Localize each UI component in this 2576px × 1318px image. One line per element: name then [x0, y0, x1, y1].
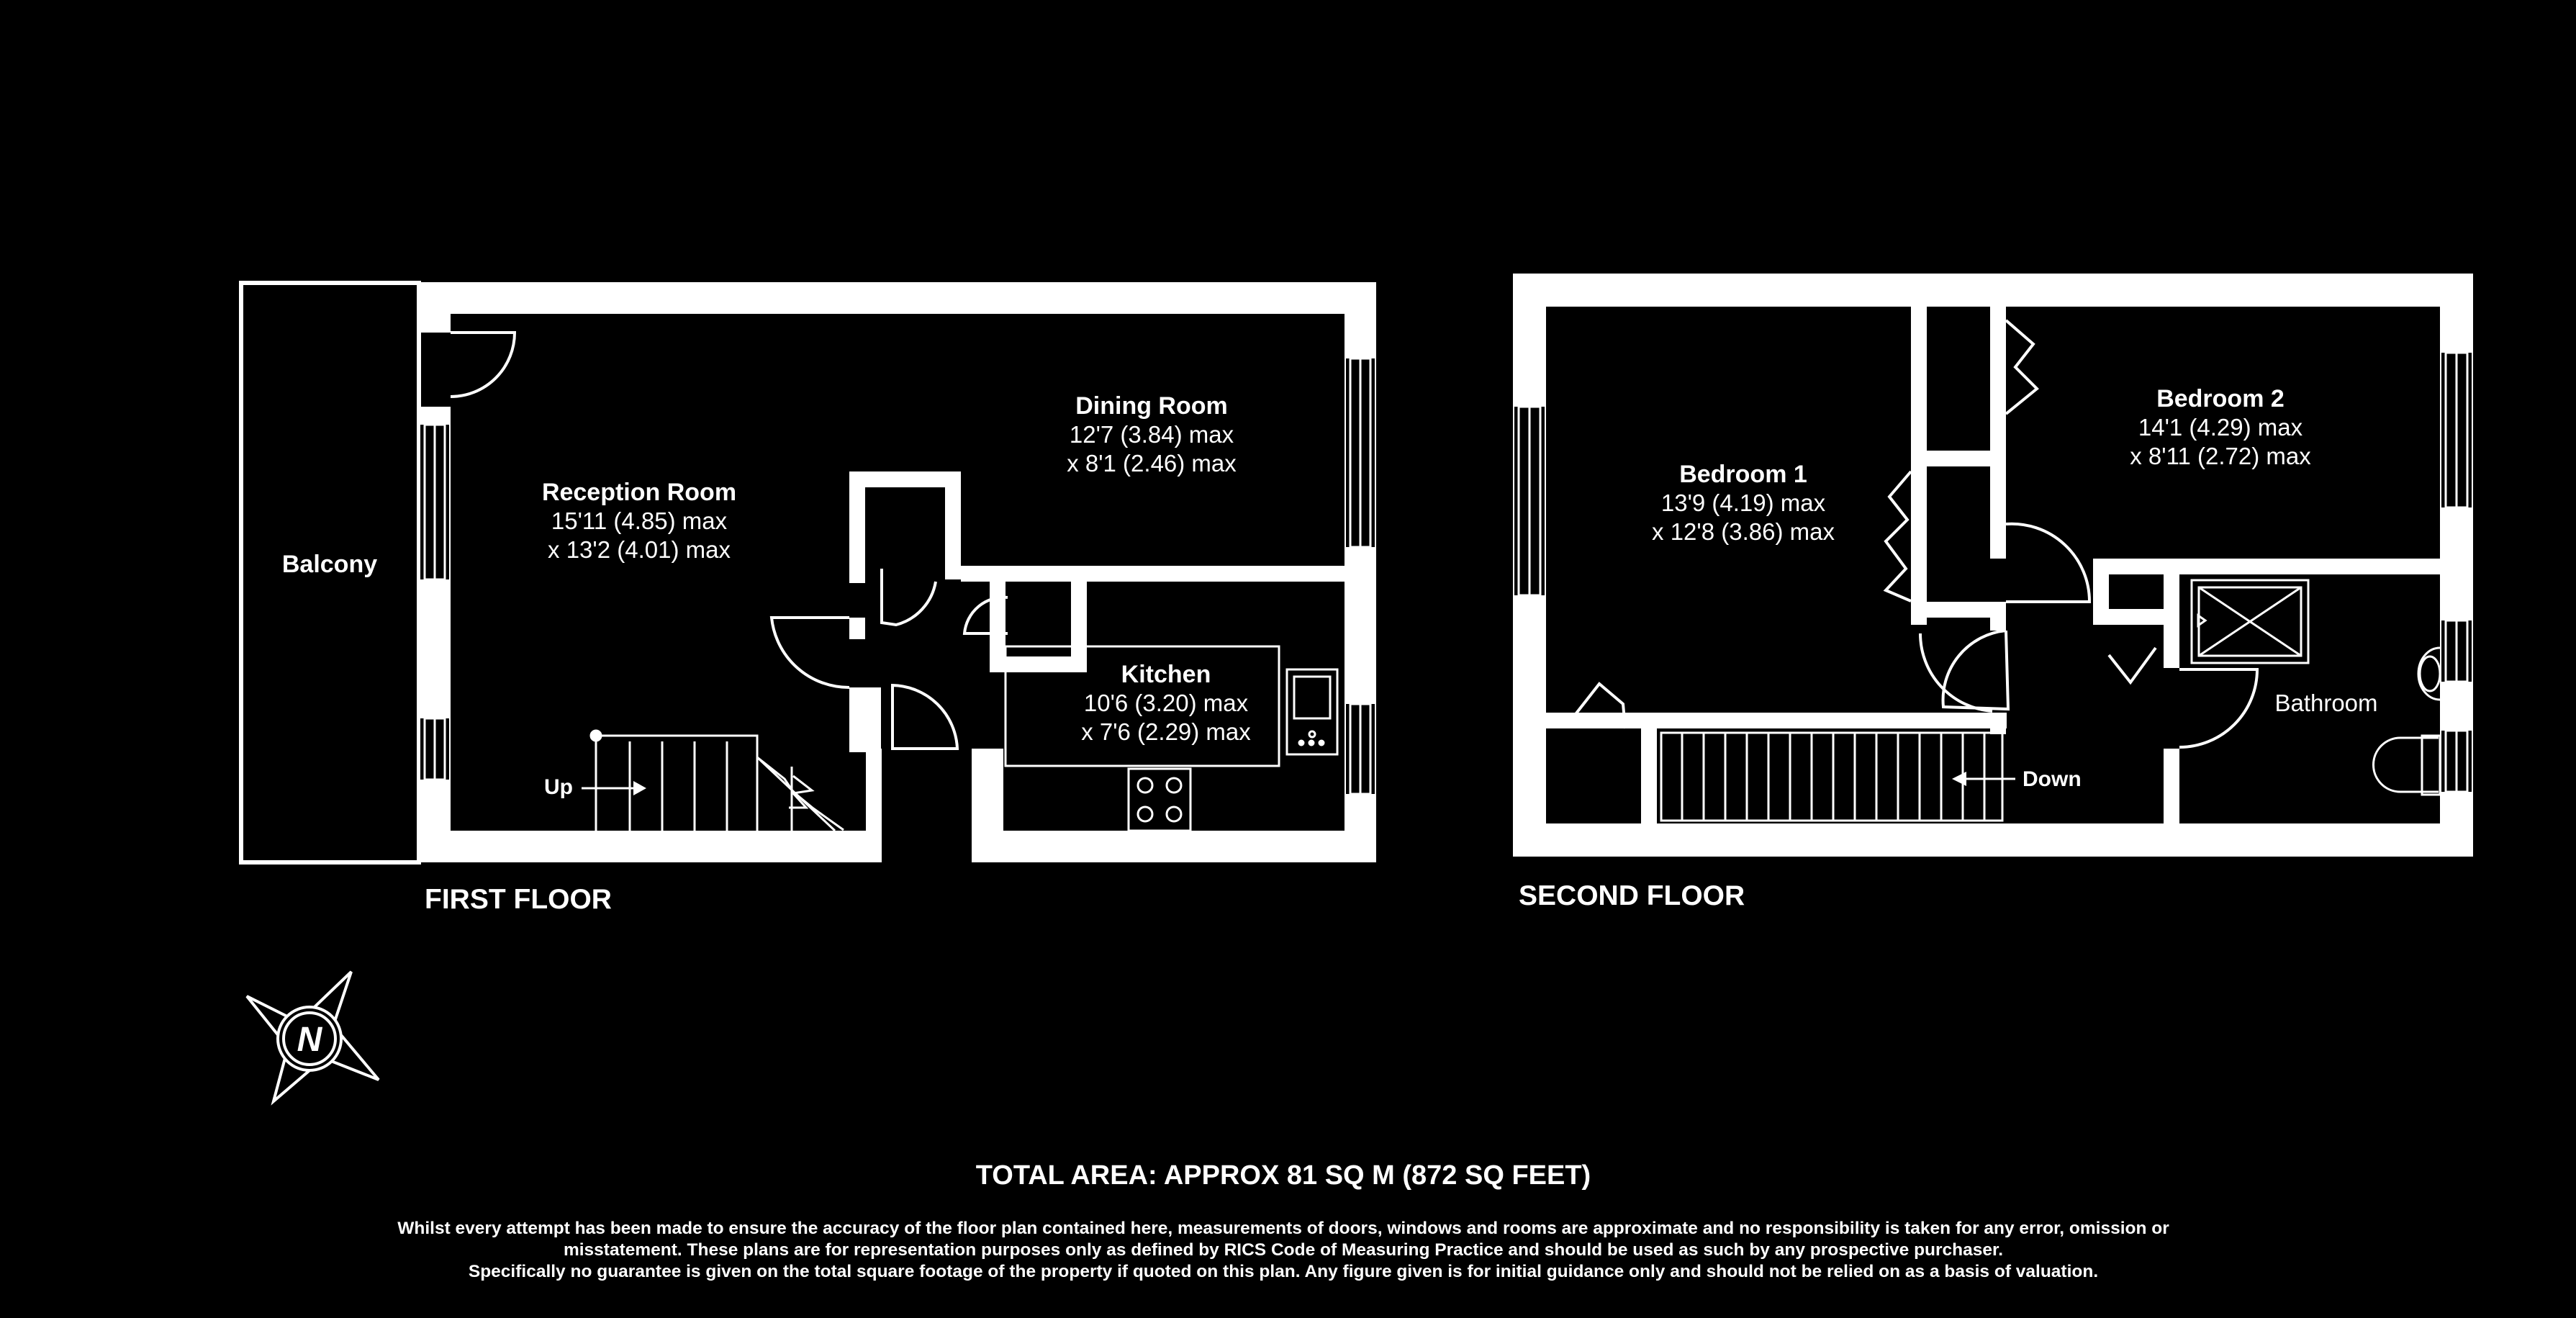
- room-dim-dining-2: x 8'1 (2.46) max: [1067, 450, 1237, 477]
- wall: [1911, 466, 1927, 625]
- basin: [2417, 646, 2441, 701]
- wall: [849, 471, 865, 583]
- wall: [972, 749, 1003, 862]
- wall: [1641, 728, 1657, 823]
- window: [420, 423, 449, 581]
- room-dim-kitchen-1: 10'6 (3.20) max: [1084, 690, 1249, 716]
- first-floor-label: FIRST FLOOR: [425, 884, 612, 915]
- window: [2441, 351, 2472, 509]
- second-floor-doors: [1564, 319, 2259, 749]
- wall: [419, 282, 451, 333]
- wardrobe-doors-bedroom-2: [2005, 319, 2039, 415]
- wall: [1990, 713, 2006, 734]
- airing-cupboard-door: [2107, 646, 2157, 685]
- room-name-bedroom-1: Bedroom 1: [1679, 461, 1807, 488]
- window: [1514, 405, 1545, 597]
- second-floor-plan: [1513, 274, 2473, 857]
- wall: [972, 831, 1376, 862]
- room-dim-bedroom-1-1: 13'9 (4.19) max: [1661, 489, 1826, 516]
- total-area: TOTAL AREA: APPROX 81 SQ M (872 SQ FEET): [976, 1160, 1591, 1191]
- first-floor-stairs: [582, 729, 844, 832]
- first-floor-doors: [450, 331, 1008, 750]
- wall: [961, 566, 1376, 582]
- room-name-balcony: Balcony: [282, 551, 377, 578]
- wall: [2093, 609, 2179, 625]
- bedroom-2-door: [2005, 522, 2092, 603]
- compass-letter: N: [297, 1021, 323, 1059]
- disclaimer-line-3: Specifically no guarantee is given on th…: [469, 1262, 2098, 1281]
- wall: [990, 582, 1005, 672]
- hob: [1127, 767, 1192, 832]
- wardrobe-doors-bedroom-1: [1883, 470, 1912, 602]
- window: [420, 717, 449, 781]
- window: [2441, 619, 2472, 683]
- wall: [1546, 713, 2007, 728]
- wall: [1990, 602, 2006, 631]
- room-name-bathroom: Bathroom: [2274, 690, 2377, 716]
- wall: [990, 656, 1087, 672]
- wall: [866, 749, 882, 862]
- wall: [1911, 602, 2006, 618]
- second-floor-stairs: [1660, 731, 2015, 822]
- wall: [1513, 274, 2473, 307]
- hall-door: [891, 683, 959, 750]
- window: [1346, 703, 1375, 795]
- wall: [2164, 749, 2179, 823]
- wall: [849, 618, 865, 639]
- wall: [945, 471, 961, 579]
- disclaimer-line-1: Whilst every attempt has been made to en…: [397, 1219, 2169, 1238]
- room-dim-bedroom-2-1: 14'1 (4.29) max: [2138, 414, 2303, 441]
- wall: [2093, 559, 2473, 574]
- room-name-kitchen: Kitchen: [1121, 661, 1211, 688]
- room-dim-kitchen-2: x 7'6 (2.29) max: [1081, 718, 1251, 745]
- room-dim-reception-1: 15'11 (4.85) max: [551, 507, 728, 534]
- wall: [2093, 559, 2109, 609]
- room-dim-dining-1: 12'7 (3.84) max: [1070, 421, 1234, 448]
- disclaimer-line-2: misstatement. These plans are for repres…: [564, 1240, 2003, 1260]
- wall: [1911, 307, 1927, 471]
- wall: [419, 282, 1376, 314]
- kitchen-cupboard-door: [962, 595, 1008, 635]
- wall: [419, 831, 882, 862]
- room-dim-bedroom-2-2: x 8'11 (2.72) max: [2130, 443, 2311, 469]
- window: [1346, 357, 1375, 549]
- room-name-bedroom-2: Bedroom 2: [2156, 385, 2284, 412]
- landing-door: [1918, 633, 1993, 713]
- wall: [1990, 451, 2006, 559]
- cupboard-door: [880, 569, 937, 627]
- storage-door: [1564, 682, 1627, 729]
- wall: [1071, 582, 1087, 672]
- compass-icon: N: [245, 970, 380, 1106]
- wall: [1911, 451, 2006, 466]
- wall: [849, 471, 960, 487]
- balcony-door: [450, 331, 517, 398]
- shower-tray: [2190, 579, 2310, 664]
- stairs-up-label: Up: [544, 775, 573, 799]
- first-floor-plan: [239, 281, 1376, 865]
- kitchen-fittings: [1004, 645, 1339, 832]
- wall: [849, 687, 881, 752]
- sink: [1285, 668, 1339, 756]
- bathroom-door: [2179, 668, 2259, 749]
- bedroom-1-door: [1941, 629, 2010, 711]
- toilet: [2372, 736, 2439, 793]
- window: [2441, 729, 2472, 793]
- room-dim-bedroom-1-2: x 12'8 (3.86) max: [1652, 518, 1835, 545]
- stairs-down-label: Down: [2023, 767, 2082, 791]
- second-floor-label: SECOND FLOOR: [1519, 880, 1745, 911]
- entrance-door: [769, 616, 850, 690]
- room-name-dining: Dining Room: [1075, 392, 1228, 420]
- bathroom-fittings: [2190, 579, 2441, 796]
- kitchen-worktop: [1004, 645, 1280, 767]
- room-name-reception: Reception Room: [542, 479, 736, 506]
- wall: [1513, 823, 2473, 857]
- room-dim-reception-2: x 13'2 (4.01) max: [548, 536, 731, 563]
- wall: [2164, 574, 2179, 668]
- wall: [1990, 307, 2006, 451]
